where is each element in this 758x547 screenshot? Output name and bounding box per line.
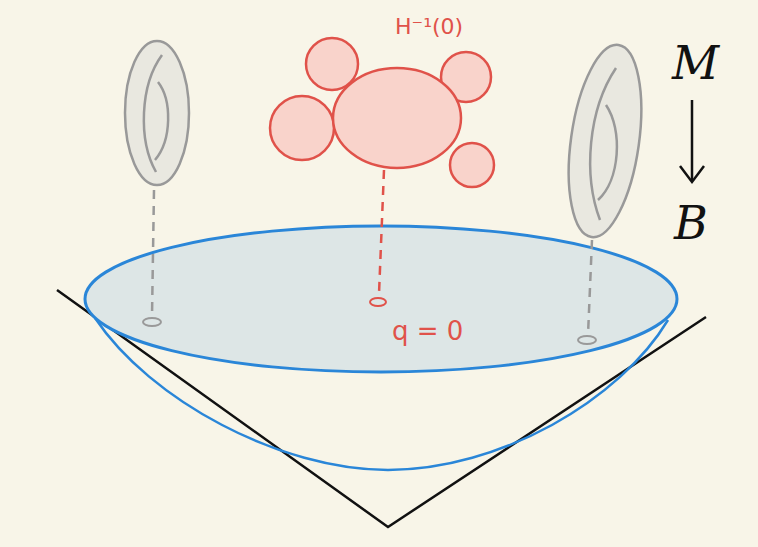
projection-arrow	[680, 166, 704, 182]
projection-arrow	[691, 100, 694, 180]
fiber-leader	[152, 190, 154, 316]
torus-hole	[155, 82, 168, 160]
fiber-leader	[588, 240, 592, 335]
base-point	[578, 336, 596, 344]
space-label: M	[672, 40, 719, 86]
torus-hole	[590, 68, 616, 220]
space-label: B	[674, 200, 708, 246]
fiber-label: H⁻¹(0)	[395, 16, 463, 38]
torus-hole	[598, 105, 617, 200]
base-ellipse	[85, 226, 677, 372]
bubble-tree	[270, 38, 494, 187]
base-point	[370, 298, 386, 306]
base-point	[143, 318, 161, 326]
base-point-label: q = 0	[392, 318, 463, 344]
torus-fiber	[558, 40, 652, 242]
torus-fiber	[125, 41, 189, 185]
fiber-leader	[379, 170, 384, 294]
